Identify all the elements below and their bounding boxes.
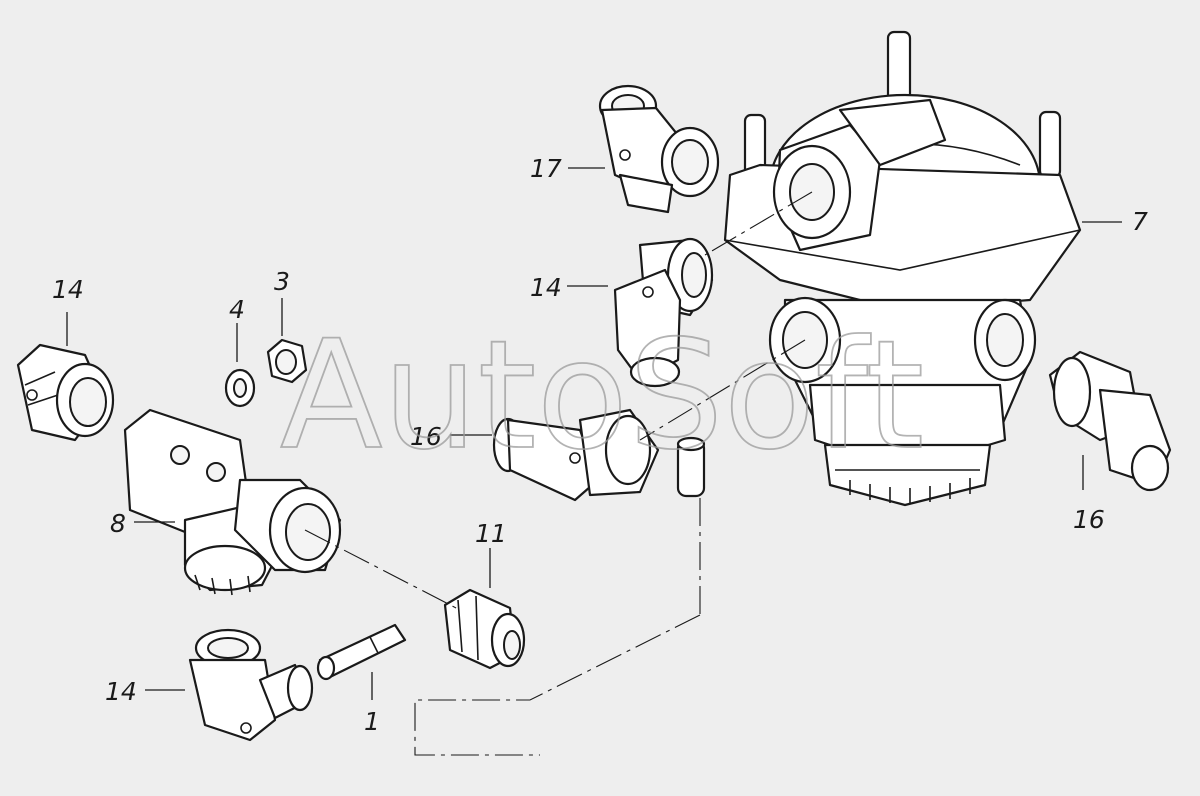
callout-4: 4 (229, 295, 245, 324)
assembly-axes (304, 191, 813, 756)
callout-17: 17 (530, 154, 562, 183)
callout-14-center: 14 (530, 273, 562, 302)
watermark: AutoSoft (280, 309, 924, 483)
washer-part-4 (224, 368, 256, 408)
elbow-fitting-part-14-left (16, 343, 115, 442)
callout-14-bottom: 14 (105, 677, 137, 706)
callout-16-center: 16 (410, 422, 442, 451)
callout-1: 1 (364, 707, 380, 736)
leader-lines (66, 167, 1122, 700)
tube-center (676, 436, 706, 498)
valve-body-part-7 (723, 30, 1082, 507)
nut-part-3 (266, 338, 308, 384)
elbow-fitting-part-14-bottom (188, 628, 314, 742)
adapter-part-11 (443, 588, 526, 670)
callout-11: 11 (475, 519, 507, 548)
callout-7: 7 (1132, 207, 1148, 236)
callout-16-right: 16 (1073, 505, 1105, 534)
elbow-fitting-part-14-center (613, 237, 714, 388)
callout-3: 3 (274, 267, 290, 296)
elbow-fitting-part-17 (598, 84, 720, 214)
callouts: 14 4 3 8 11 1 14 16 16 17 14 7 (52, 154, 1148, 736)
elbow-fitting-part-16-right (1048, 350, 1172, 492)
elbow-fitting-part-16-center (492, 408, 660, 502)
callout-14-left: 14 (52, 275, 84, 304)
callout-8: 8 (110, 509, 126, 538)
tube-part-1 (316, 623, 407, 681)
